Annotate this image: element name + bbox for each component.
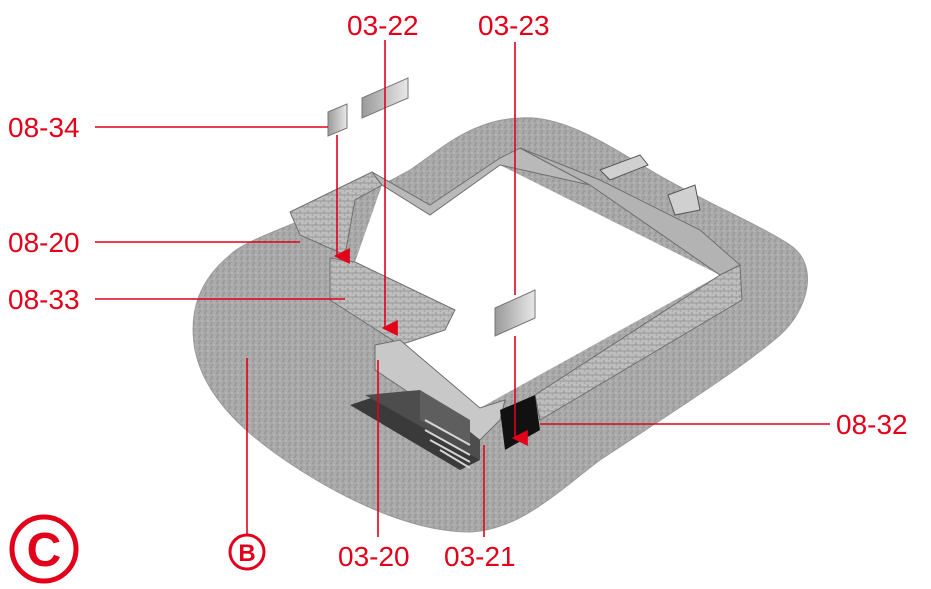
- panel-03-23: [494, 289, 536, 337]
- staircase: [350, 390, 480, 470]
- panel-08-34: [327, 103, 348, 137]
- corner-opening: [500, 395, 540, 450]
- callout-08-33: 08-33: [8, 284, 80, 315]
- wall-right-face: [534, 264, 743, 421]
- callout-03-22: 03-22: [347, 10, 419, 41]
- callout-03-21: 03-21: [444, 541, 516, 572]
- interior-floor: [355, 165, 720, 408]
- badge-b: B: [228, 533, 266, 571]
- callout-08-34: 08-34: [8, 112, 80, 143]
- callout-03-23: 03-23: [478, 10, 550, 41]
- wall-left-inner: [329, 257, 456, 346]
- callout-03-20: 03-20: [338, 541, 410, 572]
- callout-08-32: 08-32: [836, 409, 908, 440]
- block-top-right-2: [667, 184, 701, 216]
- badge-c-letter: C: [27, 524, 62, 577]
- block-top-right-1: [599, 154, 649, 181]
- callout-08-20: 08-20: [8, 227, 80, 258]
- badge-c: C: [9, 514, 79, 584]
- badge-b-letter: B: [238, 540, 255, 567]
